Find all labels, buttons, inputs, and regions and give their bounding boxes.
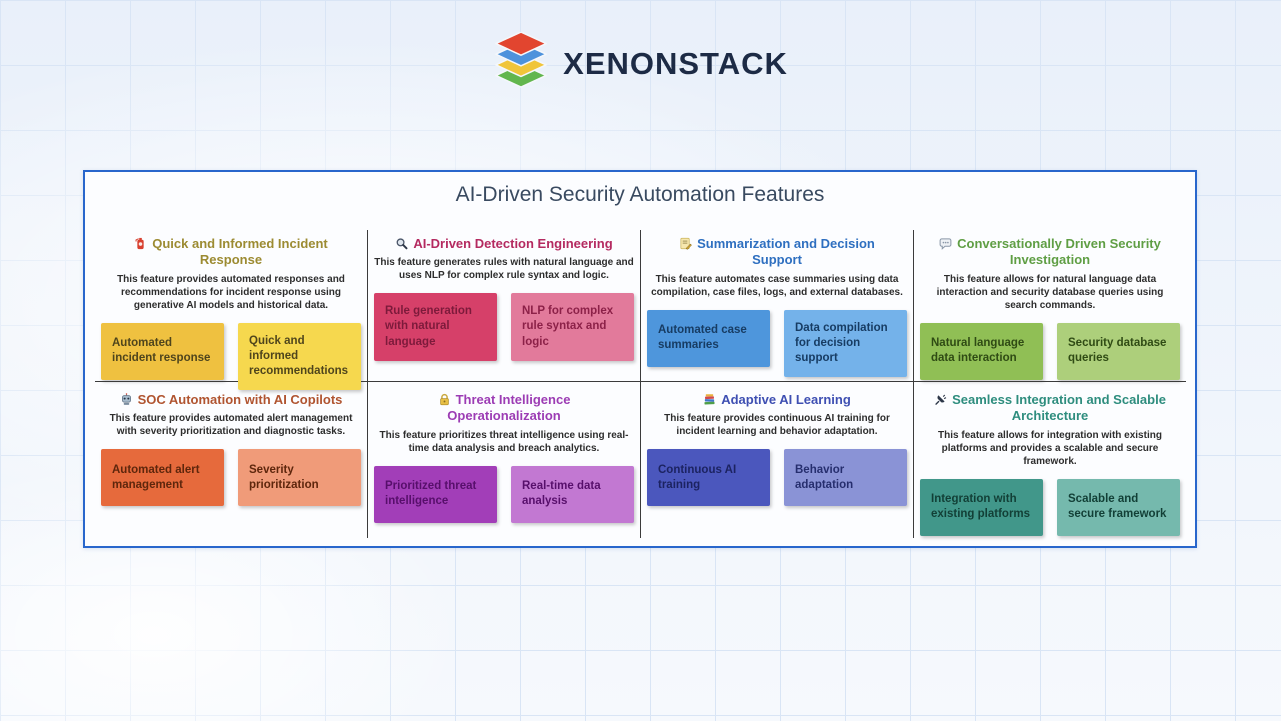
feature-boxes: Continuous AI training Behavior adaptati… (647, 449, 907, 507)
section-description: This feature allows for natural language… (936, 273, 1164, 311)
section-quick-informed-incident-response: Quick and Informed Incident Response Thi… (95, 230, 368, 391)
section-title: Threat Intelligence Operationalization (374, 392, 634, 425)
section-description: This feature automates case summaries us… (651, 273, 903, 298)
section-threat-intelligence-operationalization: Threat Intelligence Operationalization T… (368, 382, 641, 538)
feature-boxes: Automated case summaries Data compilatio… (647, 309, 907, 378)
feature-box: Severity prioritization (238, 449, 361, 507)
section-title: Quick and Informed Incident Response (101, 236, 361, 269)
section-title: Adaptive AI Learning (647, 392, 907, 408)
lock-icon (438, 392, 456, 407)
feature-box: Automated alert management (101, 449, 224, 507)
feature-box: Automated incident response (101, 322, 224, 380)
section-seamless-integration-scalable-architecture: Seamless Integration and Scalable Archit… (914, 382, 1186, 538)
section-adaptive-ai-learning: Adaptive AI Learning This feature provid… (641, 382, 914, 538)
feature-box: Integration with existing platforms (920, 478, 1043, 536)
feature-boxes: Natural language data interaction Securi… (920, 322, 1180, 380)
feature-boxes: Rule generation with natural language NL… (374, 293, 634, 361)
section-title: Seamless Integration and Scalable Archit… (920, 392, 1180, 425)
feature-box: Security database queries (1057, 322, 1180, 380)
feature-box: NLP for complex rule syntax and logic (511, 293, 634, 361)
section-description: This feature provides continuous AI trai… (664, 413, 890, 438)
section-title: SOC Automation with AI Copilots (101, 392, 361, 408)
section-description: This feature provides automated alert ma… (109, 413, 353, 438)
brand-logo: XENONSTACK (0, 31, 1281, 95)
section-title: AI-Driven Detection Engineering (374, 236, 634, 252)
section-summarization-decision-support: Summarization and Decision Support This … (641, 230, 914, 382)
xenonstack-logo-icon (493, 31, 549, 95)
speech-bubble-icon (939, 236, 957, 251)
section-ai-driven-detection-engineering: AI-Driven Detection Engineering This fea… (368, 230, 641, 382)
feature-boxes: Automated incident response Quick and in… (101, 322, 361, 391)
feature-box: Natural language data interaction (920, 322, 1043, 380)
magnifying-glass-icon (395, 236, 413, 251)
features-card: AI-Driven Security Automation Features Q… (83, 170, 1197, 548)
section-title: Conversationally Driven Security Investi… (920, 236, 1180, 269)
feature-box: Scalable and secure framework (1057, 478, 1180, 536)
feature-boxes: Prioritized threat intelligence Real-tim… (374, 465, 634, 523)
section-description: This feature allows for integration with… (938, 429, 1162, 467)
feature-box: Prioritized threat intelligence (374, 465, 497, 523)
fire-extinguisher-icon (134, 236, 152, 251)
feature-boxes: Integration with existing platforms Scal… (920, 478, 1180, 536)
feature-box: Continuous AI training (647, 449, 770, 507)
feature-boxes: Automated alert management Severity prio… (101, 449, 361, 507)
robot-icon (120, 392, 138, 407)
plug-icon (934, 392, 952, 407)
memo-icon (679, 236, 697, 251)
features-grid: Quick and Informed Incident Response Thi… (95, 230, 1186, 538)
page-title: AI-Driven Security Automation Features (455, 183, 825, 206)
books-icon (703, 392, 721, 407)
feature-box: Behavior adaptation (784, 449, 907, 507)
section-title: Summarization and Decision Support (647, 236, 907, 269)
section-description: This feature generates rules with natura… (374, 257, 634, 282)
section-description: This feature prioritizes threat intellig… (379, 429, 629, 454)
feature-box: Rule generation with natural language (374, 293, 497, 361)
feature-box: Automated case summaries (647, 309, 770, 367)
feature-box: Data compilation for decision support (784, 309, 907, 378)
brand-name: XENONSTACK (563, 45, 788, 81)
section-description: This feature provides automated response… (117, 273, 345, 311)
section-conversationally-driven-security-investigation: Conversationally Driven Security Investi… (914, 230, 1186, 382)
section-soc-automation-ai-copilots: SOC Automation with AI Copilots This fea… (95, 382, 368, 538)
feature-box: Quick and informed recommendations (238, 322, 361, 391)
feature-box: Real-time data analysis (511, 465, 634, 523)
